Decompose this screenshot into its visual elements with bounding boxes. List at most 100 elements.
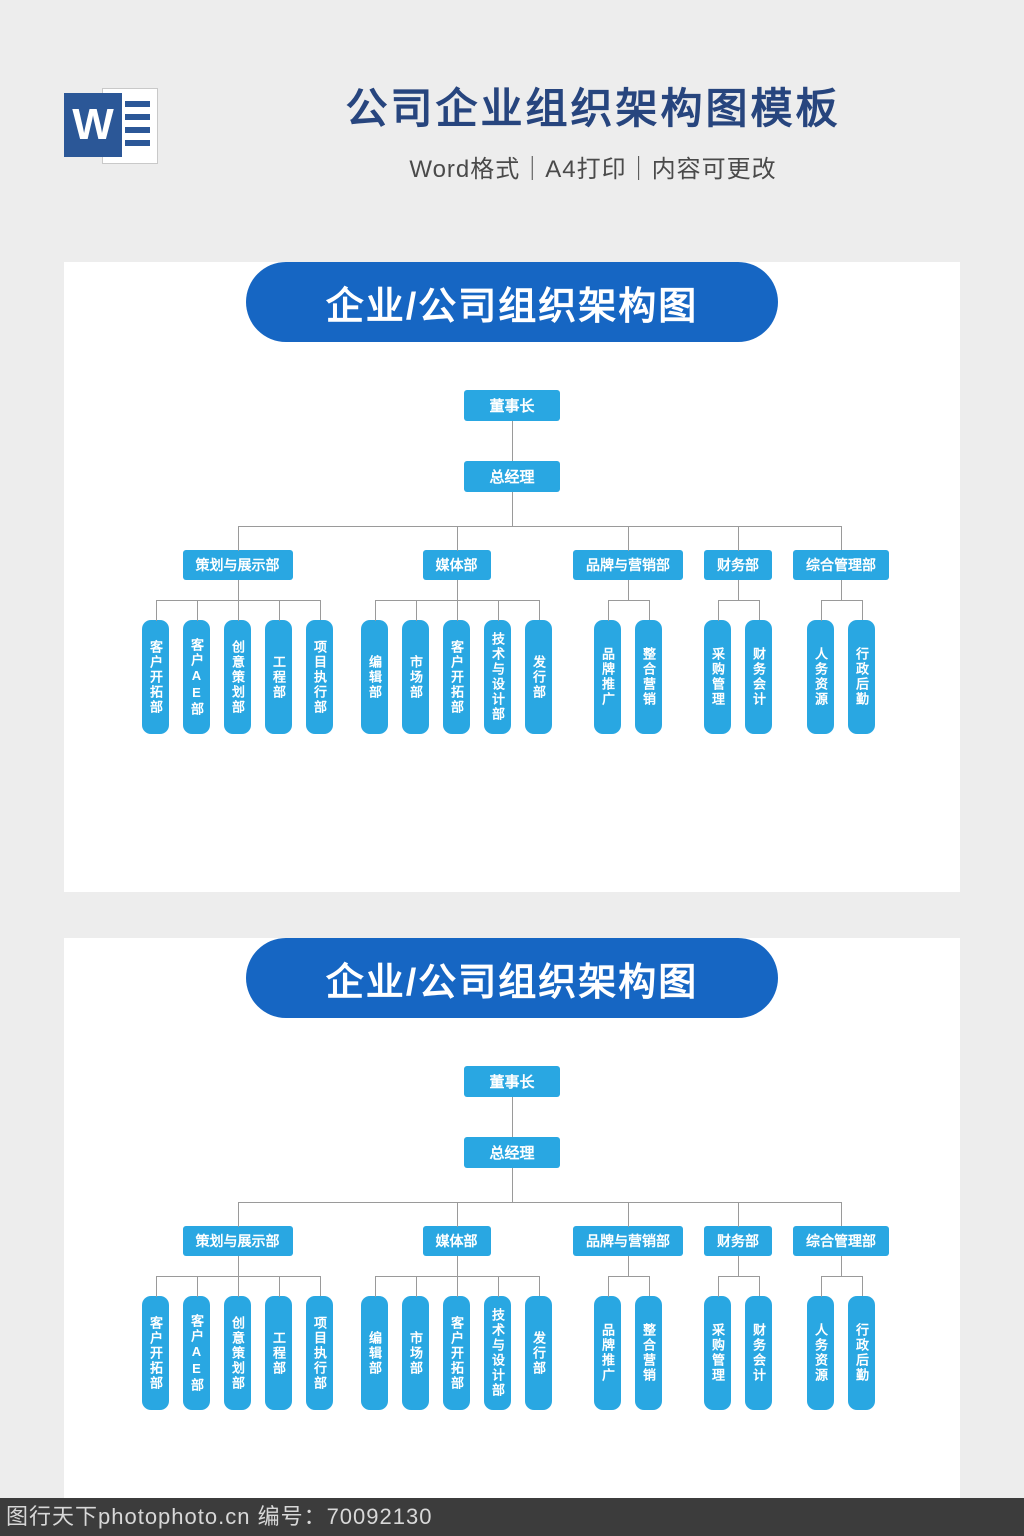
sub-department-box: 编辑部 bbox=[361, 620, 388, 735]
page-title: 公司企业组织架构图模板 bbox=[345, 85, 841, 132]
sub-department-branch: 行政后勤 bbox=[841, 600, 882, 735]
chairman-branch: 董事长总经理策划与展示部客户开拓部客户AE部创意策划部工程部项目执行部媒体部编辑… bbox=[112, 390, 912, 735]
sub-department-box: 项目执行部 bbox=[306, 1296, 333, 1411]
chart-title-banner: 企业/公司组织架构图 bbox=[246, 262, 778, 343]
sub-department-box: 技术与设计部 bbox=[484, 1296, 511, 1411]
sub-department-row: 客户开拓部客户AE部创意策划部工程部项目执行部 bbox=[135, 580, 340, 735]
document-page-2: 企业/公司组织架构图 董事长总经理策划与展示部客户开拓部客户AE部创意策划部工程… bbox=[64, 938, 960, 1519]
department-branch: 综合管理部人务资源行政后勤 bbox=[786, 1202, 896, 1411]
watermark-bar: 图行天下photophoto.cn 编号：70092130 bbox=[0, 1498, 1024, 1536]
department-branch: 媒体部编辑部市场部客户开拓部技术与设计部发行部 bbox=[347, 1202, 567, 1411]
sub-department-row: 品牌推广整合营销 bbox=[587, 1256, 669, 1411]
word-icon-stripe bbox=[125, 101, 150, 107]
sub-department-box: 工程部 bbox=[265, 620, 292, 735]
department-branch: 综合管理部人务资源行政后勤 bbox=[786, 526, 896, 735]
sub-department-branch: 编辑部 bbox=[354, 1276, 396, 1411]
general-manager-box: 总经理 bbox=[464, 1137, 560, 1169]
department-branch: 品牌与营销部品牌推广整合营销 bbox=[566, 1202, 691, 1411]
sub-department-row: 品牌推广整合营销 bbox=[587, 580, 669, 735]
department-box: 品牌与营销部 bbox=[573, 1226, 683, 1257]
sub-department-branch: 工程部 bbox=[258, 1276, 300, 1411]
sub-department-box: 客户开拓部 bbox=[443, 1296, 470, 1411]
sub-department-box: 行政后勤 bbox=[848, 620, 875, 735]
sub-department-branch: 市场部 bbox=[395, 1276, 437, 1411]
sub-department-branch: 品牌推广 bbox=[587, 1276, 629, 1411]
sub-department-branch: 工程部 bbox=[258, 600, 300, 735]
department-box: 品牌与营销部 bbox=[573, 550, 683, 581]
chairman-box: 董事长 bbox=[464, 1066, 560, 1098]
sub-department-branch: 品牌推广 bbox=[587, 600, 629, 735]
sub-department-row: 客户开拓部客户AE部创意策划部工程部项目执行部 bbox=[135, 1256, 340, 1411]
sub-department-branch: 市场部 bbox=[395, 600, 437, 735]
manager-branch: 总经理策划与展示部客户开拓部客户AE部创意策划部工程部项目执行部媒体部编辑部市场… bbox=[120, 1117, 904, 1411]
sub-department-row: 采购管理财务会计 bbox=[697, 580, 779, 735]
sub-department-box: 创意策划部 bbox=[224, 620, 251, 735]
sub-department-branch: 采购管理 bbox=[697, 1276, 739, 1411]
general-manager-box: 总经理 bbox=[464, 461, 560, 493]
sub-department-box: 工程部 bbox=[265, 1296, 292, 1411]
org-tree: 董事长总经理策划与展示部客户开拓部客户AE部创意策划部工程部项目执行部媒体部编辑… bbox=[64, 1066, 960, 1411]
sub-department-branch: 客户AE部 bbox=[176, 1276, 218, 1411]
watermark-text: 图行天下photophoto.cn 编号：70092130 bbox=[6, 1504, 433, 1529]
department-box: 财务部 bbox=[704, 1226, 772, 1257]
sub-department-box: 行政后勤 bbox=[848, 1296, 875, 1411]
sub-department-box: 财务会计 bbox=[745, 620, 772, 735]
sub-department-box: 客户AE部 bbox=[183, 620, 210, 735]
sub-department-box: 客户AE部 bbox=[183, 1296, 210, 1411]
sub-department-row: 编辑部市场部客户开拓部技术与设计部发行部 bbox=[354, 1256, 559, 1411]
sub-department-branch: 发行部 bbox=[518, 1276, 559, 1411]
department-box: 媒体部 bbox=[422, 550, 491, 581]
sub-department-branch: 财务会计 bbox=[738, 1276, 779, 1411]
sub-department-branch: 人务资源 bbox=[800, 1276, 842, 1411]
sub-department-row: 人务资源行政后勤 bbox=[800, 1256, 882, 1411]
sub-department-branch: 人务资源 bbox=[800, 600, 842, 735]
department-row: 策划与展示部客户开拓部客户AE部创意策划部工程部项目执行部媒体部编辑部市场部客户… bbox=[128, 1168, 896, 1411]
department-box: 媒体部 bbox=[422, 1226, 491, 1257]
sub-department-box: 采购管理 bbox=[704, 620, 731, 735]
org-chart: 董事长总经理策划与展示部客户开拓部客户AE部创意策划部工程部项目执行部媒体部编辑… bbox=[64, 390, 960, 735]
sub-department-box: 财务会计 bbox=[745, 1296, 772, 1411]
sub-department-row: 编辑部市场部客户开拓部技术与设计部发行部 bbox=[354, 580, 559, 735]
department-box: 综合管理部 bbox=[793, 550, 889, 581]
sub-department-branch: 发行部 bbox=[518, 600, 559, 735]
sub-department-branch: 项目执行部 bbox=[299, 1276, 340, 1411]
sub-department-row: 人务资源行政后勤 bbox=[800, 580, 882, 735]
sub-department-branch: 客户开拓部 bbox=[135, 1276, 177, 1411]
department-branch: 策划与展示部客户开拓部客户AE部创意策划部工程部项目执行部 bbox=[128, 526, 348, 735]
sub-department-box: 项目执行部 bbox=[306, 620, 333, 735]
sub-department-box: 编辑部 bbox=[361, 1296, 388, 1411]
sub-department-box: 发行部 bbox=[525, 620, 552, 735]
sub-department-box: 品牌推广 bbox=[594, 1296, 621, 1411]
org-tree: 董事长总经理策划与展示部客户开拓部客户AE部创意策划部工程部项目执行部媒体部编辑… bbox=[64, 390, 960, 735]
sub-department-box: 人务资源 bbox=[807, 1296, 834, 1411]
org-chart: 董事长总经理策划与展示部客户开拓部客户AE部创意策划部工程部项目执行部媒体部编辑… bbox=[64, 1066, 960, 1411]
department-branch: 品牌与营销部品牌推广整合营销 bbox=[566, 526, 691, 735]
chairman-branch: 董事长总经理策划与展示部客户开拓部客户AE部创意策划部工程部项目执行部媒体部编辑… bbox=[112, 1066, 912, 1411]
sub-department-branch: 项目执行部 bbox=[299, 600, 340, 735]
chairman-box: 董事长 bbox=[464, 390, 560, 422]
sub-department-box: 创意策划部 bbox=[224, 1296, 251, 1411]
manager-level: 总经理策划与展示部客户开拓部客户AE部创意策划部工程部项目执行部媒体部编辑部市场… bbox=[120, 421, 904, 735]
sub-department-branch: 创意策划部 bbox=[217, 1276, 259, 1411]
sub-department-branch: 客户开拓部 bbox=[135, 600, 177, 735]
chart-title-banner: 企业/公司组织架构图 bbox=[246, 938, 778, 1019]
sub-department-branch: 客户开拓部 bbox=[436, 600, 478, 735]
department-branch: 财务部采购管理财务会计 bbox=[690, 1202, 787, 1411]
page-subtitle: Word格式｜A4打印｜内容可更改 bbox=[409, 156, 777, 184]
department-box: 综合管理部 bbox=[793, 1226, 889, 1257]
sub-department-branch: 整合营销 bbox=[628, 1276, 669, 1411]
sub-department-branch: 技术与设计部 bbox=[477, 600, 519, 735]
sub-department-box: 客户开拓部 bbox=[142, 620, 169, 735]
sub-department-box: 发行部 bbox=[525, 1296, 552, 1411]
sub-department-box: 客户开拓部 bbox=[142, 1296, 169, 1411]
sub-department-branch: 创意策划部 bbox=[217, 600, 259, 735]
sub-department-box: 品牌推广 bbox=[594, 620, 621, 735]
sub-department-box: 整合营销 bbox=[635, 620, 662, 735]
sub-department-box: 市场部 bbox=[402, 620, 429, 735]
sub-department-branch: 采购管理 bbox=[697, 600, 739, 735]
sub-department-box: 人务资源 bbox=[807, 620, 834, 735]
sub-department-box: 市场部 bbox=[402, 1296, 429, 1411]
document-page-1: 企业/公司组织架构图 董事长总经理策划与展示部客户开拓部客户AE部创意策划部工程… bbox=[64, 262, 960, 893]
sub-department-branch: 客户AE部 bbox=[176, 600, 218, 735]
sub-department-branch: 客户开拓部 bbox=[436, 1276, 478, 1411]
